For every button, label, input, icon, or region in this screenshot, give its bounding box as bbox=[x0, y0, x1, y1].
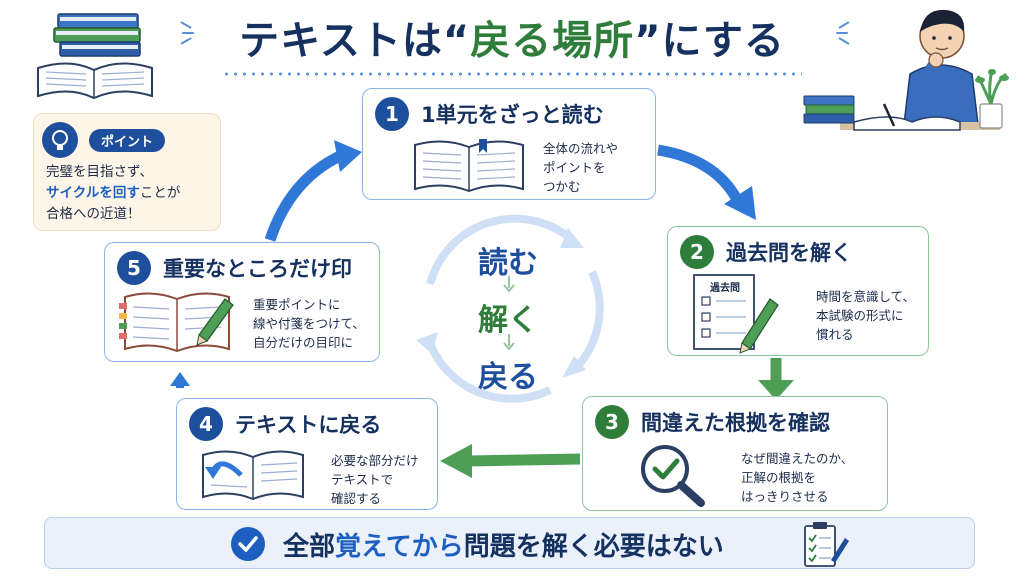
cycle-circle bbox=[416, 214, 604, 403]
magnifier-check-icon bbox=[641, 445, 705, 507]
banner-part-2: 問題を解く必要はない bbox=[463, 532, 724, 562]
step-4-desc-line-1: 必要な部分だけ bbox=[331, 453, 419, 468]
step-2-title: 過去問を解く bbox=[726, 241, 852, 265]
point-line-2-rest: ことが bbox=[139, 185, 181, 201]
page-title: テキストは“戻る場所”にする bbox=[239, 8, 785, 66]
step-1-desc-line-1: 全体の流れや bbox=[543, 141, 619, 156]
sparkle-right-icon bbox=[836, 21, 852, 45]
open-book-icon bbox=[414, 139, 524, 193]
exam-paper-icon bbox=[693, 274, 779, 354]
step-5-desc-line-1: 重要ポイントに bbox=[253, 297, 341, 312]
step-3-card: 3 間違えた根拠を確認 なぜ間違えたのか、 正解の根拠を はっきりさせる bbox=[582, 396, 888, 511]
book-stack-illustration bbox=[37, 13, 153, 100]
step-3-desc-line-3: はっきりさせる bbox=[741, 489, 829, 504]
step-5-desc: 重要ポイントに 線や付箋をつけて、 自分だけの目印に bbox=[253, 295, 365, 352]
step-2-desc: 時間を意識して、 本試験の形式に 慣れる bbox=[816, 287, 915, 344]
banner-text: 全部覚えてから問題を解く必要はない bbox=[283, 526, 724, 563]
point-line-3: 合格への近道！ bbox=[46, 206, 141, 222]
step-4-desc-line-3: 確認する bbox=[331, 491, 382, 506]
arrow-3-to-4 bbox=[467, 453, 581, 467]
step-2-desc-line-3: 慣れる bbox=[816, 327, 854, 342]
step-2-desc-line-2: 本試験の形式に bbox=[816, 308, 904, 323]
point-line-2: サイクルを回すことが bbox=[46, 183, 180, 204]
step-1-number: 1 bbox=[375, 97, 409, 131]
step-5-desc-line-2: 線や付箋をつけて、 bbox=[253, 316, 365, 331]
banner-part-1: 全部 bbox=[283, 532, 336, 562]
step-1-desc-line-2: ポイントを bbox=[543, 160, 606, 175]
point-box: ポイント 完璧を目指さず、 サイクルを回すことが 合格への近道！ bbox=[33, 113, 221, 231]
studying-person-illustration bbox=[803, 9, 1009, 131]
step-1-title: 1単元をざっと読む bbox=[421, 103, 604, 127]
step-2-card: 2 過去問を解く 過去問 時間を意識して、 本試験の形式に 慣れる bbox=[667, 226, 929, 356]
step-4-desc-line-2: テキストで bbox=[331, 472, 394, 487]
check-circle-icon bbox=[231, 527, 265, 561]
step-5-title: 重要なところだけ印 bbox=[163, 257, 352, 281]
step-3-desc-line-2: 正解の根拠を bbox=[741, 470, 817, 485]
marked-book-icon bbox=[119, 292, 234, 353]
step-3-number: 3 bbox=[595, 405, 629, 439]
center-down-arrows bbox=[503, 276, 515, 351]
bottom-banner: 全部覚えてから問題を解く必要はない bbox=[44, 517, 975, 569]
step-4-desc: 必要な部分だけ テキストで 確認する bbox=[331, 451, 419, 508]
point-highlight: サイクルを回す bbox=[46, 185, 140, 201]
step-4-card: 4 テキストに戻る 必要な部分だけ テキストで 確認する bbox=[176, 398, 438, 510]
title-prefix: テキストは“ bbox=[239, 18, 471, 64]
point-label: ポイント bbox=[89, 129, 166, 152]
step-3-desc: なぜ間違えたのか、 正解の根拠を はっきりさせる bbox=[741, 449, 853, 506]
step-4-number: 4 bbox=[189, 407, 223, 441]
arrow-1-to-2 bbox=[657, 144, 746, 209]
step-2-number: 2 bbox=[680, 235, 714, 269]
banner-highlight: 覚えてから bbox=[335, 532, 464, 562]
step-3-desc-line-1: なぜ間違えたのか、 bbox=[741, 451, 854, 466]
step-5-desc-line-3: 自分だけの目印に bbox=[253, 335, 354, 350]
step-1-card: 1 1単元をざっと読む 全体の流れや ポイントを つかむ bbox=[362, 88, 656, 200]
step-3-title: 間違えた根拠を確認 bbox=[641, 411, 830, 435]
point-text: 完璧を目指さず、 サイクルを回すことが 合格への近道！ bbox=[46, 162, 180, 225]
sparkle-left-icon bbox=[180, 21, 196, 45]
book-return-icon bbox=[202, 450, 304, 501]
title-suffix: ”にする bbox=[634, 18, 785, 64]
title-area: テキストは“戻る場所”にする bbox=[0, 8, 1024, 66]
step-1-desc: 全体の流れや ポイントを つかむ bbox=[543, 139, 618, 196]
step-5-card: 5 重要なところだけ印 重要ポイントに 線や付箋をつけて、 自分だけの目印に bbox=[104, 242, 380, 362]
step-1-desc-line-3: つかむ bbox=[543, 179, 581, 194]
center-word-solve: 解く bbox=[478, 303, 538, 338]
step-2-desc-line-1: 時間を意識して、 bbox=[816, 289, 916, 304]
step-4-title: テキストに戻る bbox=[235, 413, 382, 437]
arrow-5-to-1 bbox=[264, 151, 343, 242]
lightbulb-icon bbox=[42, 122, 78, 158]
exam-paper-label: 過去問 bbox=[710, 283, 740, 294]
step-5-number: 5 bbox=[117, 251, 151, 285]
title-accent: 戻る場所 bbox=[470, 18, 635, 64]
title-dotted-underline bbox=[222, 72, 802, 76]
center-word-read: 読む bbox=[478, 246, 538, 281]
center-word-back: 戻る bbox=[478, 360, 538, 395]
point-line-1: 完璧を目指さず、 bbox=[46, 164, 154, 180]
clipboard-checklist-icon bbox=[804, 522, 849, 567]
